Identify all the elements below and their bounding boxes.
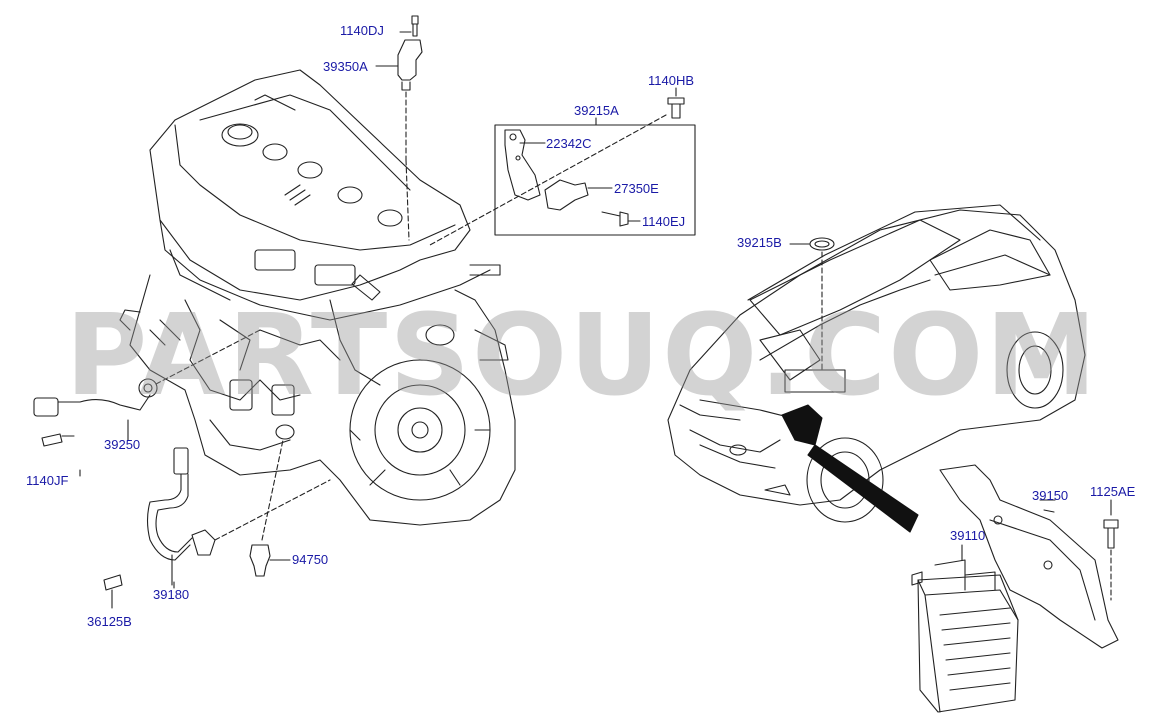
watermark: PARTSOUQ.COM: [65, 291, 1099, 421]
part-label-39215b[interactable]: 39215B: [737, 235, 782, 250]
part-label-39180[interactable]: 39180: [153, 587, 190, 602]
ecu-location-marker: [781, 404, 823, 446]
cam-position-sensor: [375, 15, 423, 241]
part-label-39250[interactable]: 39250: [104, 437, 141, 452]
part-label-1140hb[interactable]: 1140HB: [648, 73, 695, 88]
engine-control-unit: [911, 544, 1019, 713]
part-label-1140dj[interactable]: 1140DJ: [340, 23, 384, 38]
part-label-27350e[interactable]: 27350E: [614, 181, 659, 196]
part-label-22342c[interactable]: 22342C: [546, 136, 592, 151]
engine-block: [119, 69, 516, 526]
part-label-36125b[interactable]: 36125B: [87, 614, 132, 629]
part-label-39350a[interactable]: 39350A: [323, 59, 368, 74]
part-label-94750[interactable]: 94750: [292, 552, 329, 567]
ecu-pointer-arrow: [807, 444, 919, 533]
ecu-bracket: [939, 464, 1119, 649]
part-label-1140ej[interactable]: 1140EJ: [642, 214, 686, 229]
part-label-1125ae[interactable]: 1125AE: [1090, 484, 1136, 499]
part-label-39110[interactable]: 39110: [950, 528, 986, 543]
vehicle-illustration: [667, 204, 1086, 523]
part-label-39150[interactable]: 39150: [1032, 488, 1069, 503]
part-label-1140jf[interactable]: 1140JF: [26, 473, 69, 488]
knock-sensor: [33, 329, 261, 447]
bracket-group-39215a: [429, 87, 696, 246]
oxygen-sensor-harness: [103, 447, 331, 609]
pressure-sensor: [249, 439, 291, 577]
part-label-39215a[interactable]: 39215A: [574, 103, 619, 118]
